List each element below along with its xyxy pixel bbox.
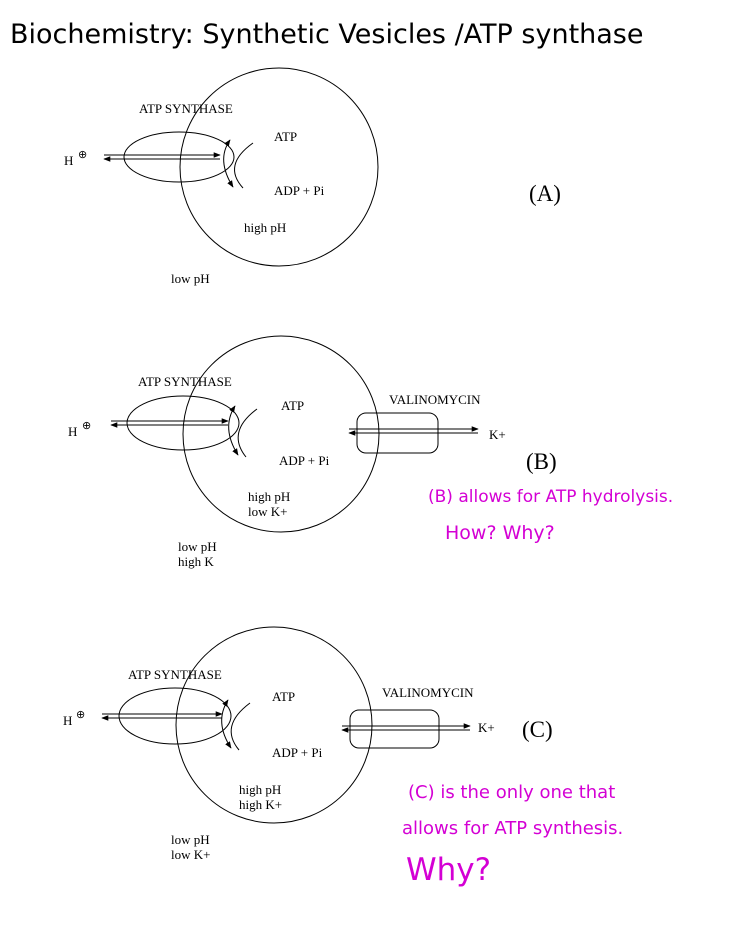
atp-adp-conversion-arrow bbox=[228, 405, 239, 456]
atp-synthase-channel bbox=[126, 395, 240, 451]
annotation-c-line-1: (C) is the only one that bbox=[408, 782, 615, 803]
valinomycin-label: VALINOMYCIN bbox=[389, 392, 481, 407]
synthase-rotor-curve bbox=[234, 142, 254, 189]
annotation-c-line-2: allows for ATP synthesis. bbox=[402, 818, 623, 839]
proton-label: H bbox=[63, 713, 72, 728]
potassium-label: K+ bbox=[489, 427, 506, 442]
atp-synthase-channel bbox=[118, 687, 232, 745]
inside-condition-1: high pH bbox=[244, 220, 286, 235]
inside-condition-1: high pH bbox=[248, 489, 290, 504]
plus-circle-icon: ⊕ bbox=[78, 149, 87, 161]
atp-adp-conversion-arrow bbox=[223, 139, 234, 188]
atp-label: ATP bbox=[281, 398, 304, 413]
annotation-b-line-2: How? Why? bbox=[445, 522, 555, 544]
vesicle-membrane bbox=[175, 626, 373, 824]
panel-tag: (B) bbox=[526, 449, 557, 474]
panel-a: ATP SYNTHASE ATP ADP + Pi H ⊕ high pH lo… bbox=[64, 67, 561, 286]
atp-synthase-channel bbox=[123, 131, 235, 183]
inside-condition-2: high K+ bbox=[239, 797, 282, 812]
outside-condition-1: low pH bbox=[171, 271, 210, 286]
outside-condition-1: low pH bbox=[178, 539, 217, 554]
outside-condition-2: high K bbox=[178, 554, 214, 569]
page-title: Biochemistry: Synthetic Vesicles /ATP sy… bbox=[10, 19, 644, 50]
annotation-b-line-1: (B) allows for ATP hydrolysis. bbox=[428, 487, 673, 507]
panel-tag: (C) bbox=[522, 717, 553, 742]
atp-synthase-label: ATP SYNTHASE bbox=[128, 667, 222, 682]
panel-tag: (A) bbox=[529, 181, 561, 206]
annotation-c-line-3: Why? bbox=[406, 852, 491, 888]
proton-label: H bbox=[68, 424, 77, 439]
vesicle-membrane bbox=[179, 67, 379, 267]
plus-circle-icon: ⊕ bbox=[76, 709, 85, 721]
inside-condition-2: low K+ bbox=[248, 504, 287, 519]
vesicle-membrane bbox=[182, 335, 380, 533]
outside-condition-2: low K+ bbox=[171, 847, 210, 862]
atp-label: ATP bbox=[274, 129, 297, 144]
atp-label: ATP bbox=[272, 689, 295, 704]
panel-b: ATP SYNTHASE ATP ADP + Pi H ⊕ VALINOMYCI… bbox=[68, 335, 673, 569]
atp-synthase-label: ATP SYNTHASE bbox=[139, 101, 233, 116]
adp-pi-label: ADP + Pi bbox=[279, 453, 330, 468]
synthase-rotor-curve bbox=[230, 702, 251, 751]
plus-circle-icon: ⊕ bbox=[82, 420, 91, 432]
potassium-label: K+ bbox=[478, 720, 495, 735]
outside-condition-1: low pH bbox=[171, 832, 210, 847]
adp-pi-label: ADP + Pi bbox=[272, 745, 323, 760]
panel-c: ATP SYNTHASE ATP ADP + Pi H ⊕ VALINOMYCI… bbox=[63, 626, 623, 888]
atp-synthase-label: ATP SYNTHASE bbox=[138, 374, 232, 389]
adp-pi-label: ADP + Pi bbox=[274, 183, 325, 198]
valinomycin-label: VALINOMYCIN bbox=[382, 685, 474, 700]
inside-condition-1: high pH bbox=[239, 782, 281, 797]
valinomycin-channel bbox=[349, 709, 440, 749]
synthase-rotor-curve bbox=[237, 408, 258, 458]
proton-label: H bbox=[64, 153, 73, 168]
atp-adp-conversion-arrow bbox=[221, 699, 232, 749]
